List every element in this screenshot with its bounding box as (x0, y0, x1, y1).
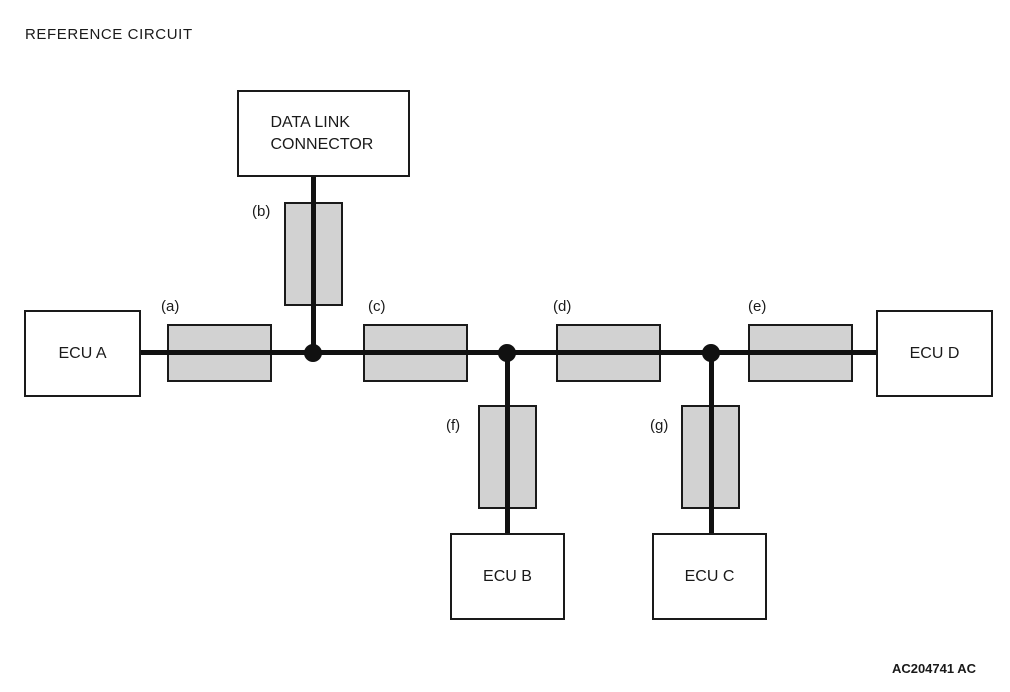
node-box-ecu-d: ECU D (876, 310, 993, 397)
junction-dot-2 (498, 344, 516, 362)
node-label-ecu-c: ECU C (684, 567, 735, 585)
segment-label-e: (e) (748, 298, 767, 315)
page-title: REFERENCE CIRCUIT (25, 26, 193, 43)
drop-line-data-link-connector (311, 177, 316, 353)
segment-label-d: (d) (553, 298, 572, 315)
segment-label-f: (f) (446, 417, 461, 434)
segment-label-a: (a) (161, 298, 180, 315)
node-box-ecu-b: ECU B (450, 533, 565, 620)
segment-label-b: (b) (252, 203, 271, 220)
junction-dot-1 (304, 344, 322, 362)
drop-line-ecu-b (505, 353, 510, 533)
segment-label-c: (c) (368, 298, 386, 315)
node-label-ecu-a: ECU A (58, 344, 107, 362)
node-label-ecu-d: ECU D (909, 344, 960, 362)
node-box-ecu-c: ECU C (652, 533, 767, 620)
figure-code: AC204741 AC (891, 661, 976, 676)
node-box-data-link-connector: DATA LINK CONNECTOR (237, 90, 410, 177)
node-box-ecu-a: ECU A (24, 310, 141, 397)
segment-label-g: (g) (650, 417, 669, 434)
drop-line-ecu-c (709, 353, 714, 533)
junction-dot-3 (702, 344, 720, 362)
node-label-data-link-connector: DATA LINK CONNECTOR (270, 113, 374, 153)
node-label-ecu-b: ECU B (483, 567, 532, 585)
